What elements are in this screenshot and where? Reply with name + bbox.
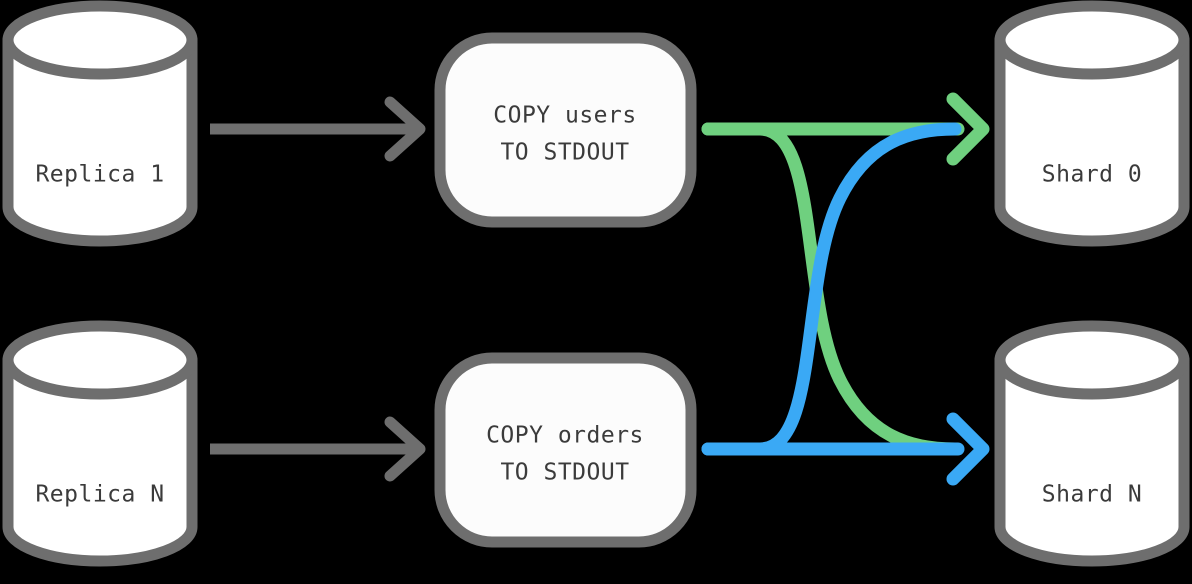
node-label-replica-n: Replica N <box>35 482 164 508</box>
node-replica-n[interactable]: Replica N <box>2 320 198 567</box>
node-label-replica-1: Replica 1 <box>35 162 164 188</box>
process-label-line2: TO STDOUT <box>500 140 629 166</box>
connector-orders-to-shard0 <box>701 122 962 456</box>
node-label-shard-0: Shard 0 <box>1042 162 1142 188</box>
cylinder-top <box>2 0 198 80</box>
cylinder-top <box>994 0 1190 80</box>
cylinder-top <box>2 320 198 400</box>
cylinder-body <box>2 34 198 247</box>
process-label-line1: COPY users <box>493 103 636 129</box>
arrowhead-icon-shardn <box>946 412 990 486</box>
arrowhead-icon <box>384 96 426 162</box>
node-shard-n[interactable]: Shard N <box>994 320 1190 567</box>
process-label-line2: TO STDOUT <box>500 460 629 486</box>
node-label-shard-n: Shard N <box>1042 482 1142 508</box>
cylinder-body <box>994 354 1190 567</box>
connector-replican-to-copy-orders <box>210 416 426 482</box>
cylinder-body <box>2 354 198 567</box>
connector-users-to-shardn <box>701 122 962 456</box>
node-copy-orders[interactable]: COPY orders TO STDOUT <box>434 352 697 548</box>
cylinder-top <box>994 320 1190 400</box>
process-box <box>434 352 697 548</box>
process-label-line1: COPY orders <box>486 423 644 449</box>
cylinder-body <box>994 34 1190 247</box>
node-shard-0[interactable]: Shard 0 <box>994 0 1190 247</box>
arrowhead-icon-shard0 <box>946 92 990 166</box>
connector-replica1-to-copy-users <box>210 96 426 162</box>
node-replica-1[interactable]: Replica 1 <box>2 0 198 247</box>
arrowhead-icon <box>384 416 426 482</box>
node-copy-users[interactable]: COPY users TO STDOUT <box>434 32 697 228</box>
process-box <box>434 32 697 228</box>
